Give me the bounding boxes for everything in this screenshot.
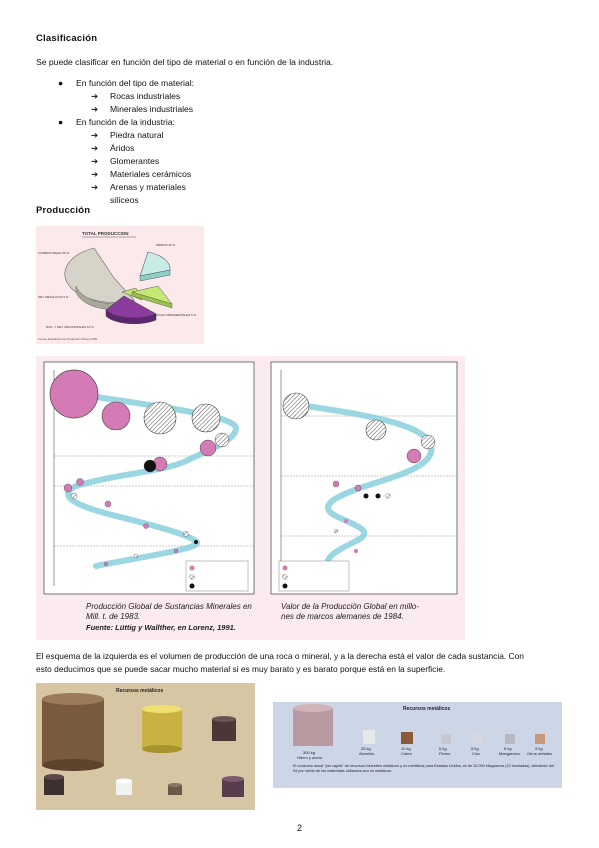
- list-item: ●En función de la industria:: [58, 117, 175, 127]
- intro-paragraph: Se puede clasificar en función del tipo …: [36, 57, 334, 67]
- caption-right-line2: nes de marcos alemanes de 1984.: [281, 612, 404, 621]
- caption-right-line1: Valor de la Producción Global en millo-: [281, 602, 419, 611]
- cylinders-photo-left: Recursos metálicos: [36, 683, 255, 810]
- pie-label: ÁRIDOS 25 %: [156, 243, 176, 247]
- list-item: ➔Materiales cerámicos: [91, 169, 192, 179]
- classification-list: ●En función del tipo de material: ➔Rocas…: [36, 77, 194, 205]
- caption-left-line2: Mill. t. de 1983.: [86, 612, 140, 621]
- cyl-value: 6 kg: [439, 746, 447, 751]
- list-item: ➔Arenas y materiales silíceos: [91, 182, 186, 205]
- cyl-name: Hierro y acero: [297, 755, 323, 760]
- caption-left-line1: Producción Global de Sustancias Minerale…: [86, 602, 252, 611]
- list-item: ➔Minerales industriales: [91, 104, 194, 114]
- cyl-value: 25 kg: [361, 746, 371, 751]
- cyl-name: Cinc: [472, 751, 480, 756]
- cyl-value: 10 kg: [401, 746, 411, 751]
- cylinders-left-title: Recursos metálicos: [116, 688, 163, 694]
- cyl-value: 300 kg: [303, 750, 315, 755]
- list-item: ➔Glomerantes: [91, 156, 160, 166]
- pie-chart-figure: TOTAL PRODUCCION COMBUSTIBLES 55 % ÁRIDO…: [36, 226, 204, 344]
- pie-footer: Fuente: Estadística de Producción Minera…: [38, 337, 97, 341]
- explanation-line2: esto deducimos que se puede sacar mucho …: [36, 664, 446, 674]
- pie-label: ROC. Y MIN. INDUSTRIALES 10 %: [46, 325, 94, 329]
- cyl-name: Aluminio: [359, 751, 375, 756]
- page-number: 2: [296, 823, 302, 833]
- heading-produccion: Producción: [36, 205, 91, 216]
- pie-label: ROCAS ORNAMENTALES 5 %: [154, 313, 196, 317]
- cyl-name: Otros metales: [527, 751, 552, 756]
- list-item: ➔Piedra natural: [91, 130, 164, 140]
- explanation-line1: El esquema de la izquierda es el volumen…: [36, 651, 524, 661]
- pie-title: TOTAL PRODUCCION: [82, 231, 129, 236]
- cylinders-note: El consumo anual "per capita" de recurso…: [293, 764, 555, 773]
- heading-clasificacion: Clasificación: [36, 33, 98, 44]
- cyl-value: 9 kg: [535, 746, 543, 751]
- cyl-value: 6 kg: [504, 746, 512, 751]
- caption-left-line3: Fuente: Lüttig y Wallther, en Lorenz, 19…: [86, 623, 236, 632]
- list-item: ➔Áridos: [91, 143, 135, 153]
- cyl-value: 5 kg: [471, 746, 479, 751]
- cyl-name: Manganeso: [499, 751, 521, 756]
- cylinders-right-title: Recursos metálicos: [403, 706, 450, 712]
- cyl-name: Cobre: [401, 751, 413, 756]
- list-item: ●En función del tipo de material:: [58, 78, 194, 88]
- pie-label: COMBUSTIBLES 55 %: [38, 251, 70, 255]
- cyl-name: Plomo: [439, 751, 451, 756]
- list-item: ➔Rocas industriales: [91, 91, 181, 101]
- cylinders-photo-right: Recursos metálicos 300 kg Hierro y acero…: [273, 702, 562, 788]
- global-production-figure: Producción Global de Sustancias Minerale…: [36, 356, 465, 640]
- pie-label: MIN. METÁLICOS 5 %: [38, 295, 69, 299]
